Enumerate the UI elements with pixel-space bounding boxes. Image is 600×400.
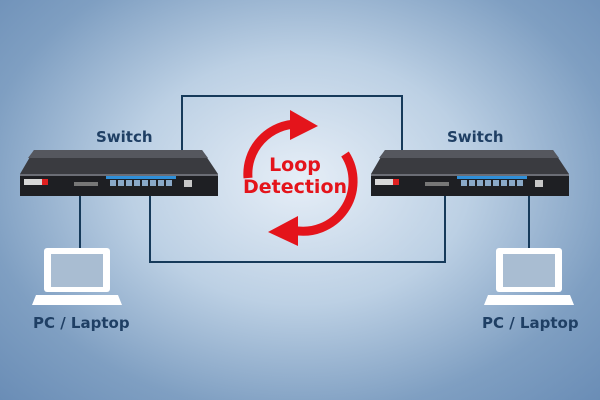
cables: [79, 95, 530, 263]
circular-arrows-icon: [243, 119, 358, 236]
laptop-right-icon: [484, 248, 574, 305]
switch-right: [371, 150, 569, 196]
arrowhead-top: [290, 110, 318, 140]
cable-top-loop: [181, 95, 403, 160]
loop-detection-label-line1: Loop: [269, 154, 321, 176]
loop-detection-label-line2: Detection: [242, 176, 348, 198]
switch-left: [20, 150, 218, 196]
arrowheads: [268, 110, 318, 246]
pc-right-label: PC / Laptop: [482, 314, 579, 332]
cable-bottom-loop: [149, 195, 446, 263]
pc-left-label: PC / Laptop: [33, 314, 130, 332]
arrowhead-bottom: [268, 216, 298, 246]
switch-left-label: Switch: [96, 128, 153, 146]
laptop-left-icon: [32, 248, 122, 305]
switch-right-label: Switch: [447, 128, 504, 146]
